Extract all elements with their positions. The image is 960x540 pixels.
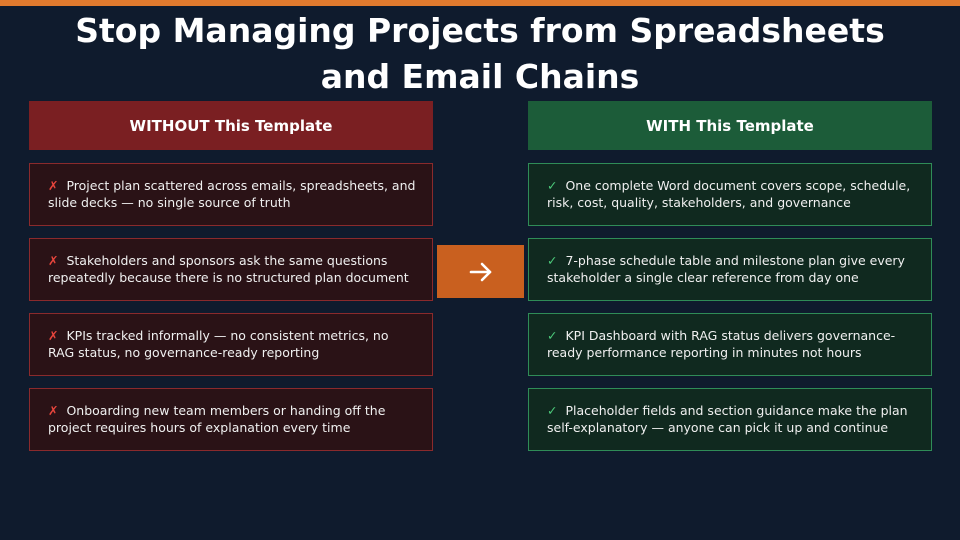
with-item-text: One complete Word document covers scope,… <box>547 178 911 210</box>
without-item-text: KPIs tracked informally — no consistent … <box>48 328 389 360</box>
with-item-text: KPI Dashboard with RAG status delivers g… <box>547 328 896 360</box>
with-item-text: 7-phase schedule table and milestone pla… <box>547 253 905 285</box>
without-item-text: Stakeholders and sponsors ask the same q… <box>48 253 409 285</box>
check-icon: ✓ <box>547 328 558 343</box>
arrow-box <box>437 245 524 298</box>
check-icon: ✓ <box>547 253 558 268</box>
cross-icon: ✗ <box>48 253 59 268</box>
without-item: ✗ Stakeholders and sponsors ask the same… <box>29 238 433 301</box>
with-item: ✓ One complete Word document covers scop… <box>528 163 932 226</box>
without-item: ✗ Project plan scattered across emails, … <box>29 163 433 226</box>
cross-icon: ✗ <box>48 328 59 343</box>
without-item: ✗ Onboarding new team members or handing… <box>29 388 433 451</box>
with-item-text: Placeholder fields and section guidance … <box>547 403 908 435</box>
cross-icon: ✗ <box>48 178 59 193</box>
check-icon: ✓ <box>547 403 558 418</box>
with-item: ✓ Placeholder fields and section guidanc… <box>528 388 932 451</box>
with-header: WITH This Template <box>528 101 932 150</box>
cross-icon: ✗ <box>48 403 59 418</box>
accent-bar <box>0 0 960 6</box>
without-item-text: Project plan scattered across emails, sp… <box>48 178 416 210</box>
check-icon: ✓ <box>547 178 558 193</box>
arrow-right-icon <box>469 262 491 281</box>
slide-title: Stop Managing Projects from Spreadsheets… <box>75 11 885 96</box>
without-header: WITHOUT This Template <box>29 101 433 150</box>
with-item: ✓ KPI Dashboard with RAG status delivers… <box>528 313 932 376</box>
without-item: ✗ KPIs tracked informally — no consisten… <box>29 313 433 376</box>
without-item-text: Onboarding new team members or handing o… <box>48 403 386 435</box>
with-item: ✓ 7-phase schedule table and milestone p… <box>528 238 932 301</box>
